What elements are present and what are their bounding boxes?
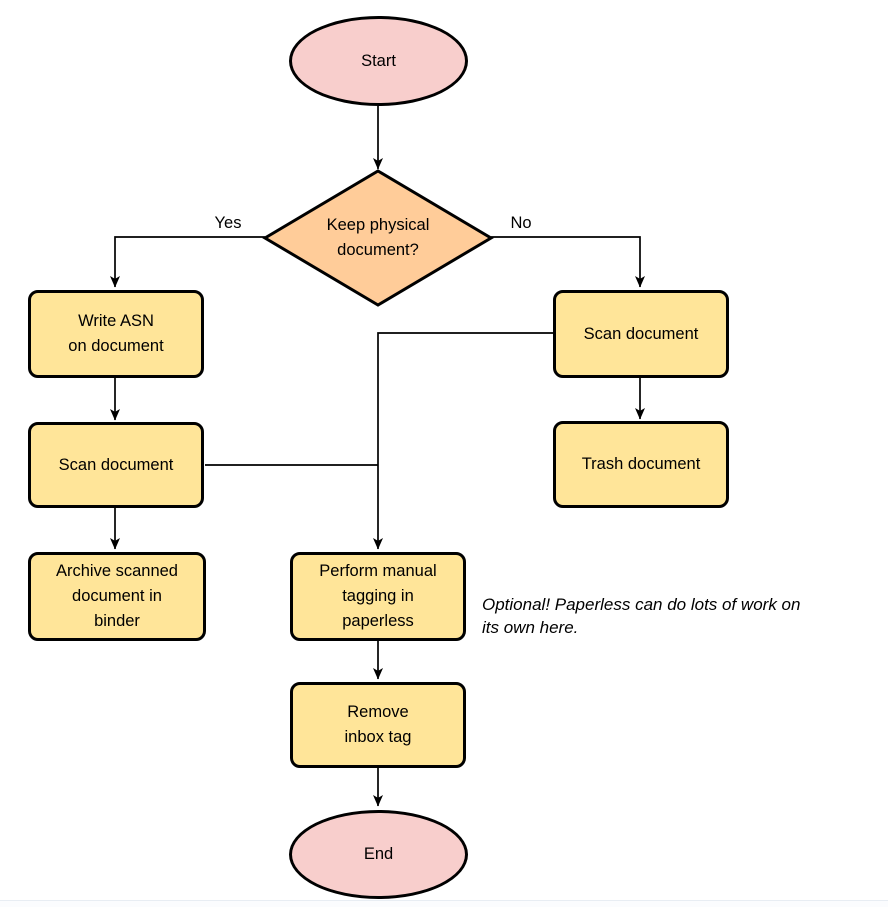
node-start-label: Start [361,51,396,70]
edge-decision-yes [110,236,265,288]
node-start: Start [289,16,468,106]
node-end: End [289,810,468,899]
node-scan-left-label: Scan document [58,455,174,474]
node-remove-inbox: Remove inbox tag [290,682,466,768]
node-write-asn: Write ASN on document [28,290,204,378]
node-trash: Trash document [553,421,729,508]
node-decision-label: Keep physical document? [326,216,430,259]
node-scan-right: Scan document [553,290,729,378]
node-tagging-label: Perform manual tagging in paperless [319,562,437,630]
bottom-divider [0,900,888,907]
decision-diamond [262,169,494,307]
node-scan-right-label: Scan document [583,324,699,343]
node-scan-left: Scan document [28,422,204,508]
node-trash-label: Trash document [581,455,701,473]
edge-scanright-tagging [373,332,553,550]
edge-decision-no [491,236,645,288]
node-decision-shape [262,169,494,307]
node-end-label: End [363,845,394,863]
node-archive: Archive scanned document in binder [28,552,206,641]
node-archive-label: Archive scanned document in binder [56,562,178,630]
node-decision: Keep physical document? [281,188,475,288]
annotation-optional: Optional! Paperless can do lots of work … [482,595,801,637]
node-write-asn-label: Write ASN on document [68,312,164,355]
node-remove-inbox-label: Remove inbox tag [344,703,412,746]
edge-label-no: No [510,214,532,232]
edge-label-yes: Yes [214,214,242,232]
node-tagging: Perform manual tagging in paperless [290,552,466,641]
